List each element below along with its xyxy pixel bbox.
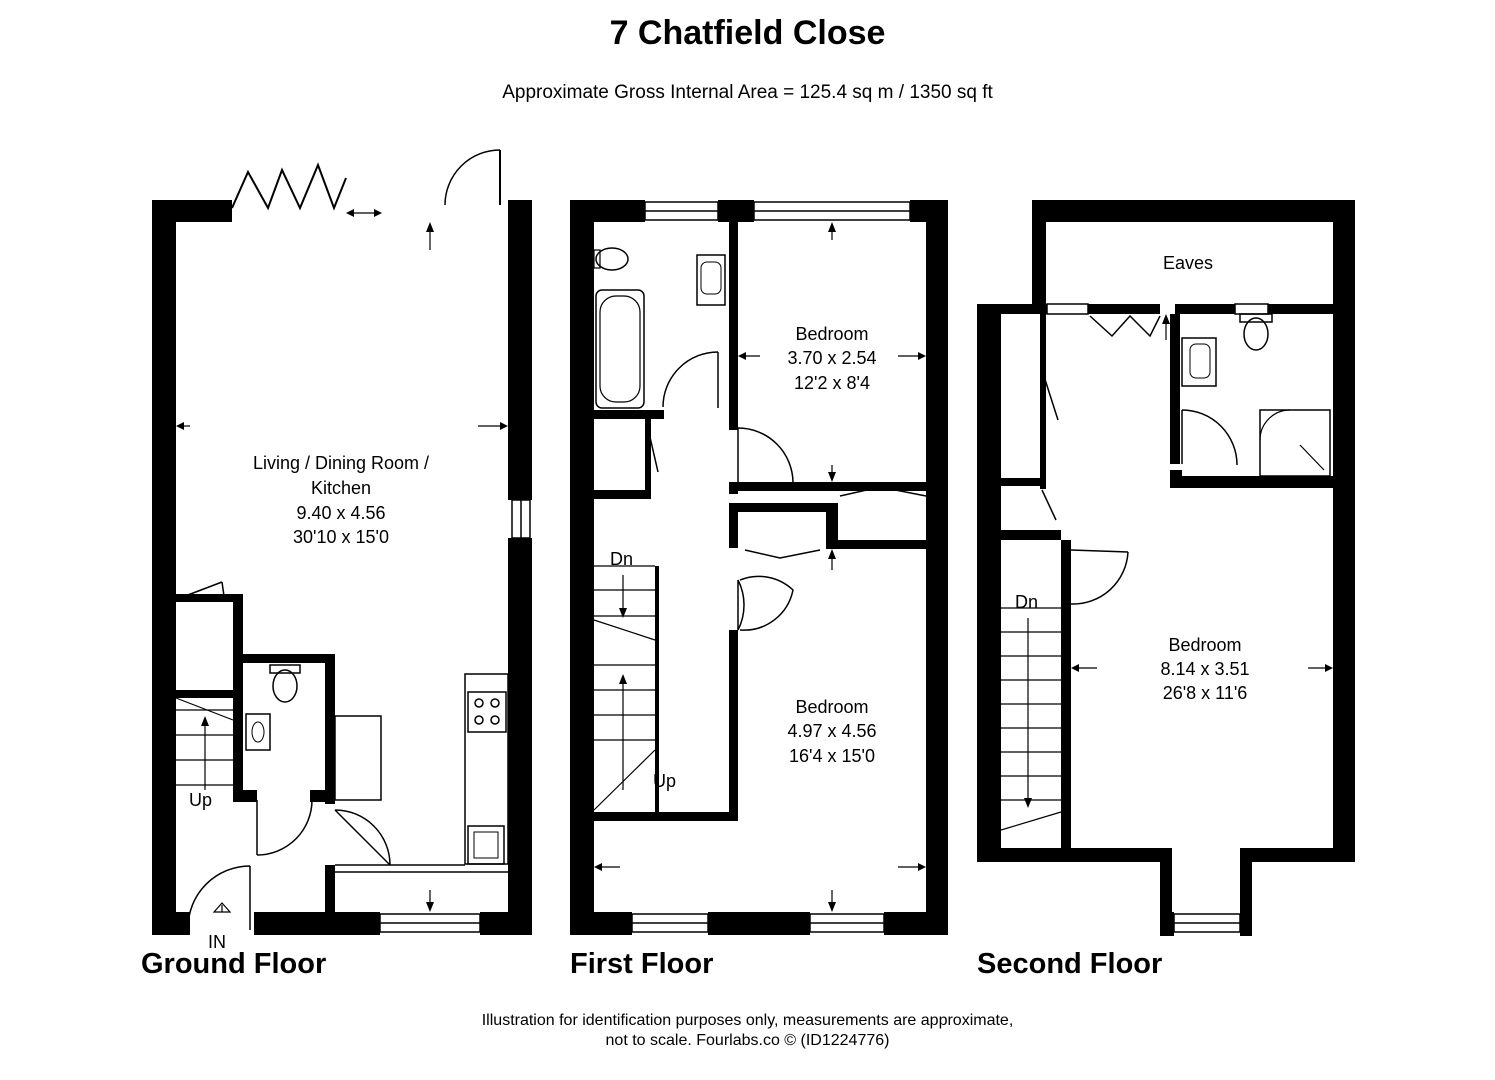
ground-room-name-line2: Kitchen (311, 478, 371, 498)
ground-room-metric: 9.40 x 4.56 (296, 503, 385, 523)
first-bedroom-b-name: Bedroom (795, 697, 868, 717)
entrance-label: IN (208, 932, 226, 952)
second-floor-label: Second Floor (977, 948, 1163, 980)
ground-floor-label: Ground Floor (141, 948, 327, 980)
first-bedroom-b-metric: 4.97 x 4.56 (787, 721, 876, 741)
first-stairs-down-label: Dn (610, 549, 633, 569)
eaves-label: Eaves (1163, 253, 1213, 273)
disclaimer-line2: not to scale. Fourlabs.co © (ID1224776) (605, 1032, 890, 1049)
first-floor-label: First Floor (570, 948, 714, 980)
ground-room-imperial: 30'10 x 15'0 (293, 527, 389, 547)
ground-stairs-label: Up (189, 790, 212, 810)
second-bedroom-name: Bedroom (1168, 635, 1241, 655)
first-floor-plan (570, 200, 948, 935)
first-bedroom-b-imperial: 16'4 x 15'0 (789, 746, 875, 766)
second-bedroom-imperial: 26'8 x 11'6 (1163, 683, 1248, 703)
first-bedroom-a-metric: 3.70 x 2.54 (787, 348, 876, 368)
second-stairs-down-label: Dn (1015, 592, 1038, 612)
disclaimer-line1: Illustration for identification purposes… (481, 1012, 1014, 1029)
first-bedroom-a-imperial: 12'2 x 8'4 (794, 373, 870, 393)
page-title: 7 Chatfield Close (609, 14, 886, 52)
disclaimer: Illustration for identification purposes… (0, 1011, 1495, 1051)
first-stairs-up-label: Up (653, 771, 676, 791)
gross-area-subtitle: Approximate Gross Internal Area = 125.4 … (502, 82, 993, 103)
second-floor-plan (977, 200, 1355, 936)
ground-room-name-line1: Living / Dining Room / (253, 453, 429, 473)
second-bedroom-metric: 8.14 x 3.51 (1160, 659, 1249, 679)
ground-floor-plan (152, 149, 532, 935)
first-bedroom-a-name: Bedroom (795, 324, 868, 344)
